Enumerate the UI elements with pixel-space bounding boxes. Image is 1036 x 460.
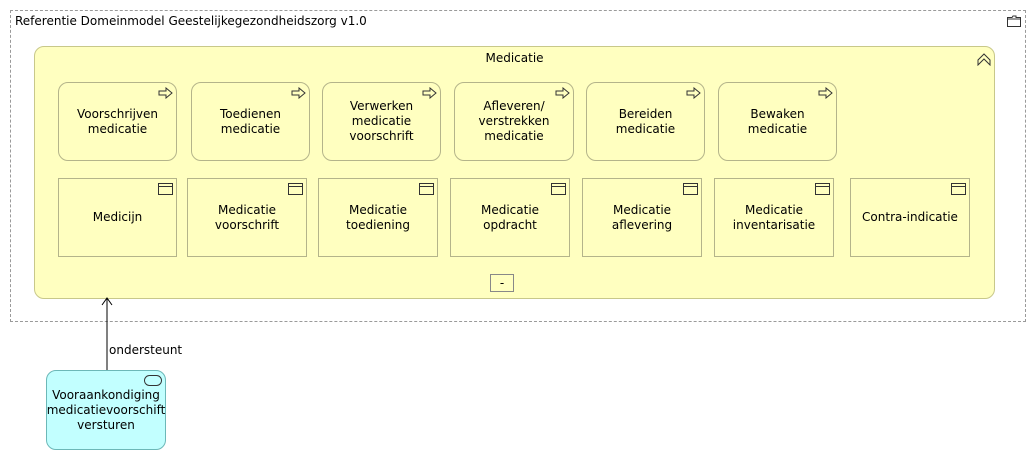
function-arrow-icon [818, 87, 833, 99]
function-arrow-icon [291, 87, 306, 99]
data-object-label: Medicatie aflevering [611, 202, 673, 232]
function-arrow-icon [686, 87, 701, 99]
data-object-label: Medicatie opdracht [480, 202, 540, 232]
function-box[interactable]: Verwerken medicatie voorschrift [322, 82, 441, 161]
function-box[interactable]: Afleveren/ verstrekken medicatie [454, 82, 574, 161]
function-box[interactable]: Toedienen medicatie [191, 82, 310, 161]
group-title: Referentie Domeinmodel Geestelijkegezond… [15, 14, 367, 28]
function-label: Afleveren/ verstrekken medicatie [478, 99, 550, 143]
function-box[interactable]: Bereiden medicatie [586, 82, 705, 161]
ondersteunt-relation [101, 297, 113, 372]
data-object-icon [158, 183, 173, 195]
function-label: Voorschrijven medicatie [76, 106, 159, 136]
function-label: Verwerken medicatie voorschrift [349, 99, 414, 143]
data-object-box[interactable]: Medicatie inventarisatie [714, 178, 834, 257]
function-label: Bereiden medicatie [615, 106, 676, 136]
function-box[interactable]: Voorschrijven medicatie [58, 82, 177, 161]
service-icon [144, 375, 162, 386]
function-arrow-icon [422, 87, 437, 99]
data-object-label: Contra-indicatie [862, 210, 958, 224]
data-object-icon [683, 183, 698, 195]
folder-icon [1007, 15, 1021, 27]
data-object-label: Medicijn [92, 210, 143, 224]
collapse-chevron-icon [977, 53, 991, 66]
domain-group[interactable]: Referentie Domeinmodel Geestelijkegezond… [10, 10, 1026, 322]
data-object-box[interactable]: Medicatie toediening [318, 178, 438, 257]
function-label: Bewaken medicatie [747, 106, 808, 136]
data-object-icon [951, 183, 966, 195]
data-object-box[interactable]: Contra-indicatie [850, 178, 970, 257]
service-box[interactable]: Vooraankondiging medicatievoorschift ver… [46, 370, 166, 450]
function-arrow-icon [158, 87, 173, 99]
collapse-button[interactable]: - [490, 274, 514, 292]
data-object-label: Medicatie toediening [346, 202, 410, 232]
data-object-icon [419, 183, 434, 195]
data-object-box[interactable]: Medicijn [58, 178, 177, 257]
data-object-box[interactable]: Medicatie opdracht [450, 178, 570, 257]
data-object-icon [815, 183, 830, 195]
data-object-icon [551, 183, 566, 195]
function-arrow-icon [555, 87, 570, 99]
function-box[interactable]: Bewaken medicatie [718, 82, 837, 161]
data-object-box[interactable]: Medicatie aflevering [582, 178, 702, 257]
data-object-label: Medicatie inventarisatie [732, 202, 816, 232]
service-label: Vooraankondiging medicatievoorschift ver… [46, 387, 166, 432]
data-object-label: Medicatie voorschrift [214, 202, 280, 232]
relation-label: ondersteunt [109, 343, 183, 357]
function-label: Toedienen medicatie [220, 106, 281, 136]
container-title: Medicatie [485, 51, 544, 65]
data-object-box[interactable]: Medicatie voorschrift [187, 178, 307, 257]
data-object-icon [288, 183, 303, 195]
